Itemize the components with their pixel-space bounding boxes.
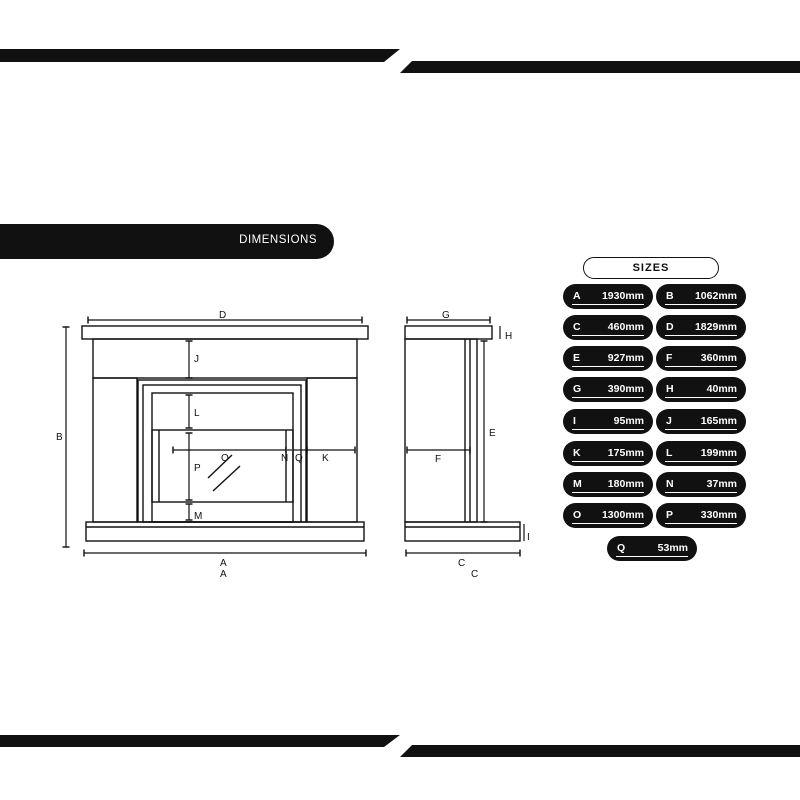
label-a-echo: A bbox=[220, 569, 227, 580]
label-a: A bbox=[220, 558, 227, 569]
side-view bbox=[404, 325, 521, 542]
dimensions-title: DIMENSIONS bbox=[239, 234, 317, 246]
label-l: L bbox=[194, 408, 200, 419]
front-firebox bbox=[151, 429, 294, 503]
label-e: E bbox=[489, 428, 496, 439]
label-d: D bbox=[219, 310, 226, 321]
side-hearth bbox=[404, 521, 521, 542]
label-h: H bbox=[505, 331, 512, 342]
front-header-panel bbox=[92, 338, 358, 379]
bottom-right-stripe bbox=[400, 745, 800, 757]
label-n: N bbox=[281, 453, 288, 464]
bottom-left-stripe bbox=[0, 735, 400, 747]
front-labels: D B A A J L P O M N Q K bbox=[56, 310, 329, 580]
side-mantel-shelf bbox=[404, 325, 493, 340]
dimensions-banner: DIMENSIONS bbox=[0, 224, 334, 259]
side-labels: G H E F I C C bbox=[435, 310, 530, 580]
label-g: G bbox=[442, 310, 450, 321]
side-body bbox=[404, 338, 478, 523]
label-c: C bbox=[458, 558, 465, 569]
label-c-echo: C bbox=[471, 569, 478, 580]
label-p: P bbox=[194, 463, 201, 474]
side-dimension-lines bbox=[405, 316, 525, 557]
label-i: I bbox=[527, 532, 530, 543]
label-q: Q bbox=[295, 453, 303, 464]
front-surround-outer bbox=[137, 379, 307, 523]
front-dimension-lines bbox=[62, 316, 367, 557]
label-o: O bbox=[221, 453, 229, 464]
label-k: K bbox=[322, 453, 329, 464]
label-m: M bbox=[194, 511, 202, 522]
front-left-leg bbox=[92, 377, 138, 523]
glass-reflection-2 bbox=[212, 465, 241, 492]
top-left-stripe bbox=[0, 49, 400, 62]
label-j: J bbox=[194, 354, 199, 365]
label-b: B bbox=[56, 432, 63, 443]
front-mantel-shelf bbox=[81, 325, 369, 340]
label-f: F bbox=[435, 454, 441, 465]
top-right-stripe bbox=[400, 61, 800, 73]
front-hearth bbox=[85, 521, 365, 542]
glass-reflection-1 bbox=[207, 454, 233, 479]
front-view bbox=[81, 325, 369, 542]
sizes-header: SIZES bbox=[583, 257, 719, 279]
